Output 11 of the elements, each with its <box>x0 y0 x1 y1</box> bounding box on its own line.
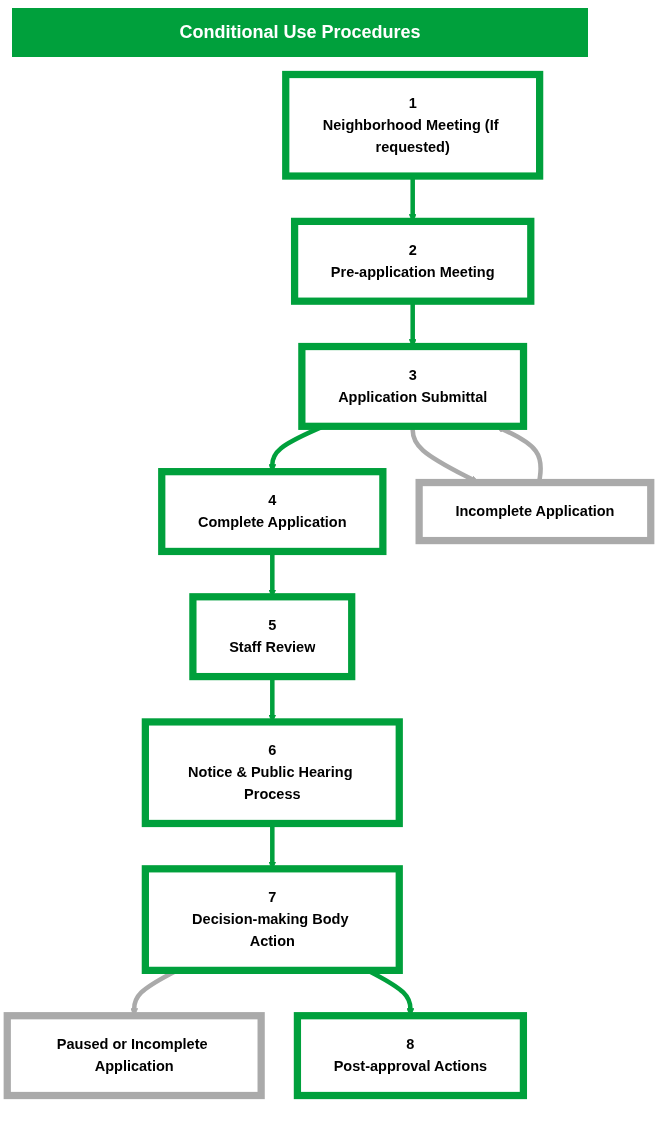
node-box: 1 Neighborhood Meeting (If requested) <box>282 70 544 180</box>
node-box: 3 Application Submittal <box>298 342 528 430</box>
node-box: Paused or Incomplete Application <box>3 1012 265 1100</box>
node-box: 8 Post-approval Actions <box>293 1012 528 1100</box>
node-box: 7 Decision-making Body Action <box>141 865 403 974</box>
node-box: 6 Notice & Public Hearing Process <box>141 718 403 828</box>
node-box: Incomplete Application <box>415 478 655 545</box>
title-banner: Conditional Use Procedures <box>12 8 588 57</box>
node-box: 5 Staff Review <box>189 593 356 681</box>
node-box: 2 Pre-application Meeting <box>290 217 535 305</box>
node-box: 4 Complete Application <box>158 468 387 556</box>
